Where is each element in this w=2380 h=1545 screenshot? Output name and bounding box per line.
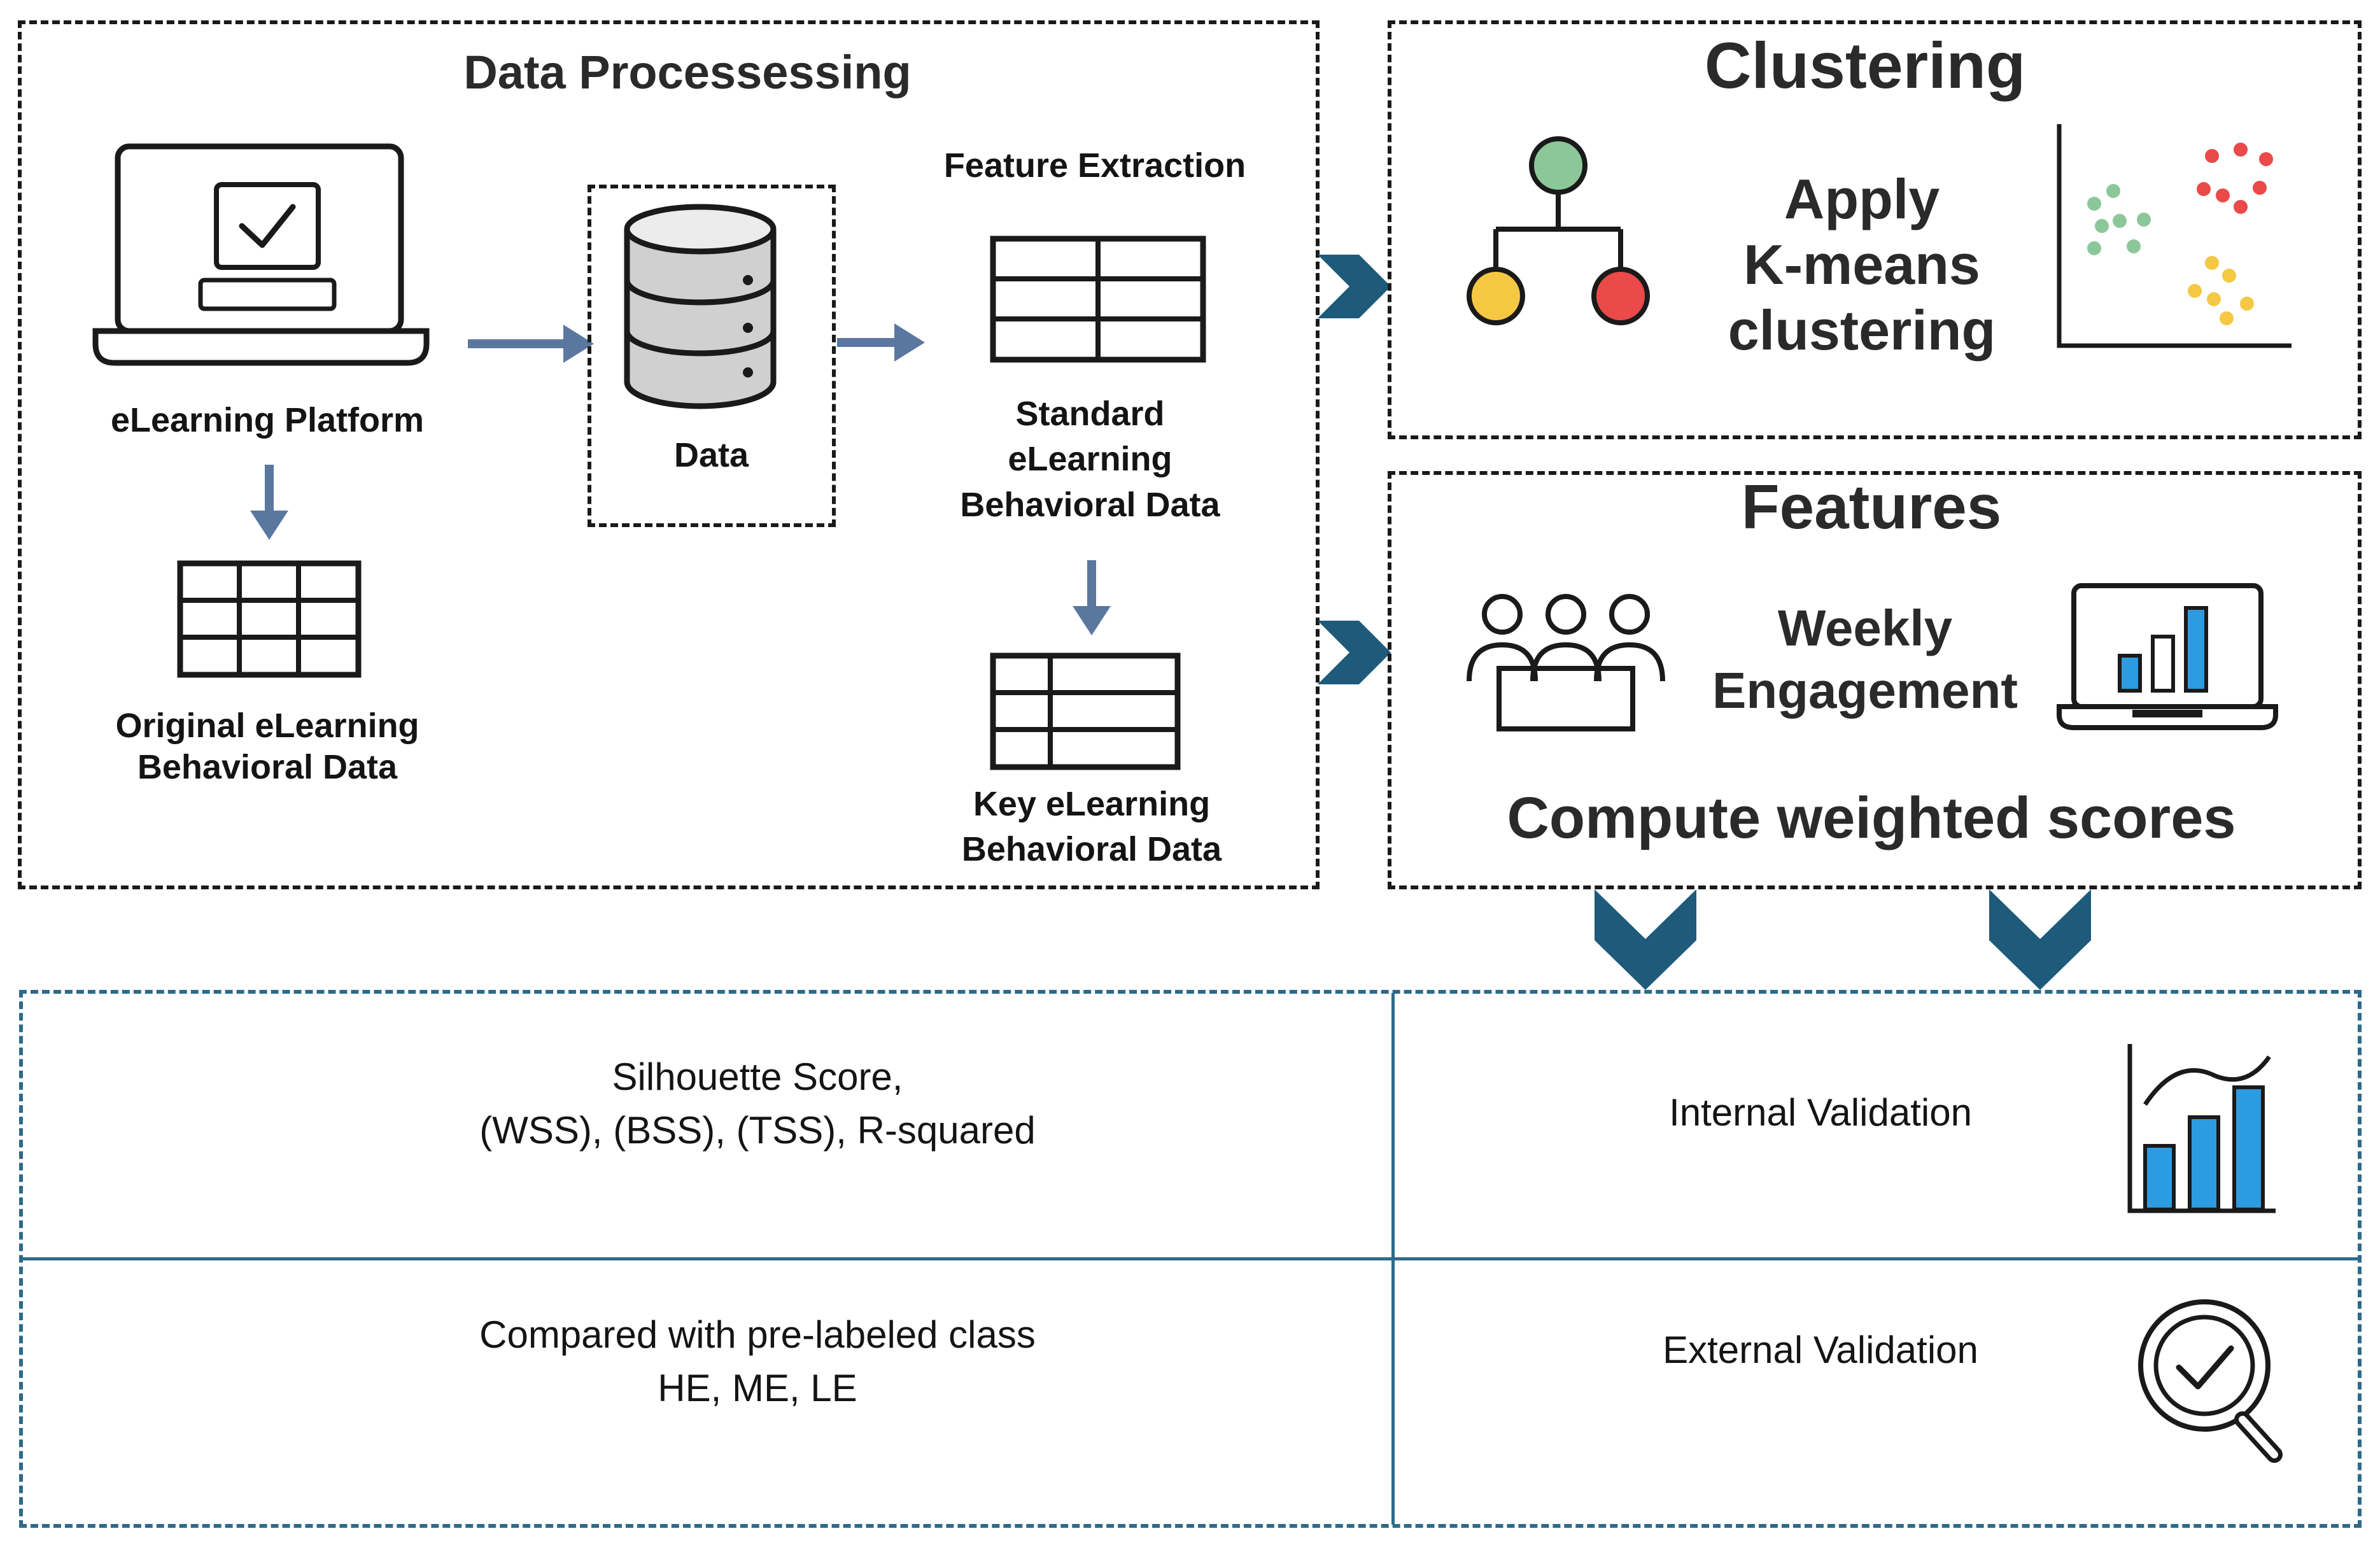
- key-data-line2: Behavioral Data: [961, 830, 1222, 869]
- original-data-line1: Original eLearning: [115, 707, 419, 745]
- laptop-checkmark-icon: [92, 143, 430, 366]
- validation-divider-horizontal: [23, 1257, 2358, 1260]
- kmeans-line2: K-means: [1743, 232, 1980, 296]
- standard-data-line2: eLearning: [1008, 440, 1172, 479]
- database-icon: [624, 204, 777, 409]
- chevron-down-icon: [1595, 889, 1696, 990]
- external-validation-label: External Validation: [1663, 1329, 1978, 1371]
- original-data-line2: Behavioral Data: [137, 747, 398, 786]
- clustering-title: Clustering: [1704, 29, 2026, 102]
- original-data-label: Original eLearning Behavioral Data: [70, 705, 465, 788]
- arrow-down-icon: [250, 465, 288, 540]
- weekly-engagement-line2: Engagement: [1712, 661, 2018, 719]
- weekly-engagement-line1: Weekly: [1777, 600, 1953, 656]
- clustering-panel: [1388, 20, 2362, 439]
- chevron-down-icon: [1989, 889, 2091, 990]
- arrow-right-icon: [468, 325, 594, 363]
- scatter-plot-icon: [2057, 124, 2292, 348]
- features-title: Features: [1741, 472, 2002, 542]
- internal-validation-label: Internal Validation: [1669, 1091, 1972, 1134]
- internal-metrics-line1: Silhouette Score,: [612, 1055, 903, 1098]
- key-data-label: Key eLearning Behavioral Data: [910, 782, 1273, 873]
- data-label: Data: [673, 436, 749, 474]
- weekly-engagement-label: Weekly Engagement: [1693, 597, 2037, 721]
- data-store-box: [588, 185, 836, 527]
- kmeans-line1: Apply: [1784, 167, 1940, 230]
- standard-data-line1: Standard: [1015, 395, 1165, 433]
- arrow-down-icon: [1073, 560, 1111, 635]
- validation-table: [19, 990, 2362, 1528]
- standard-data-line3: Behavioral Data: [960, 485, 1220, 524]
- table-grid-icon: [990, 236, 1206, 363]
- laptop-bar-chart-icon: [2057, 583, 2278, 730]
- external-metrics-label: Compared with pre-labeled class HE, ME, …: [293, 1308, 1222, 1415]
- external-metrics-line2: HE, ME, LE: [658, 1367, 857, 1409]
- group-meeting-icon: [1467, 594, 1665, 731]
- arrow-right-icon: [837, 323, 925, 362]
- compute-weighted-scores-label: Compute weighted scores: [1507, 786, 2236, 850]
- key-data-line1: Key eLearning: [973, 785, 1211, 823]
- chevron-right-icon: [1318, 255, 1391, 318]
- internal-metrics-label: Silhouette Score, (WSS), (BSS), (TSS), R…: [293, 1050, 1222, 1157]
- feature-extraction-label: Feature Extraction: [943, 146, 1246, 185]
- elearning-platform-label: eLearning Platform: [110, 401, 425, 439]
- chevron-right-icon: [1318, 621, 1391, 684]
- external-metrics-line1: Compared with pre-labeled class: [479, 1313, 1036, 1356]
- data-processing-panel: [18, 20, 1320, 889]
- kmeans-line3: clustering: [1728, 298, 1996, 362]
- kmeans-label: Apply K-means clustering: [1680, 167, 2043, 363]
- data-processing-title: Data Processessing: [463, 46, 912, 99]
- bar-chart-trend-icon: [2127, 1044, 2276, 1213]
- standard-data-label: Standard eLearning Behavioral Data: [910, 392, 1270, 528]
- table-grid-icon: [177, 560, 362, 678]
- table-grid-icon: [990, 653, 1181, 770]
- features-panel: [1388, 471, 2362, 889]
- tree-hierarchy-icon: [1467, 136, 1650, 325]
- internal-metrics-line2: (WSS), (BSS), (TSS), R-squared: [479, 1109, 1036, 1152]
- magnifier-check-icon: [2138, 1299, 2283, 1463]
